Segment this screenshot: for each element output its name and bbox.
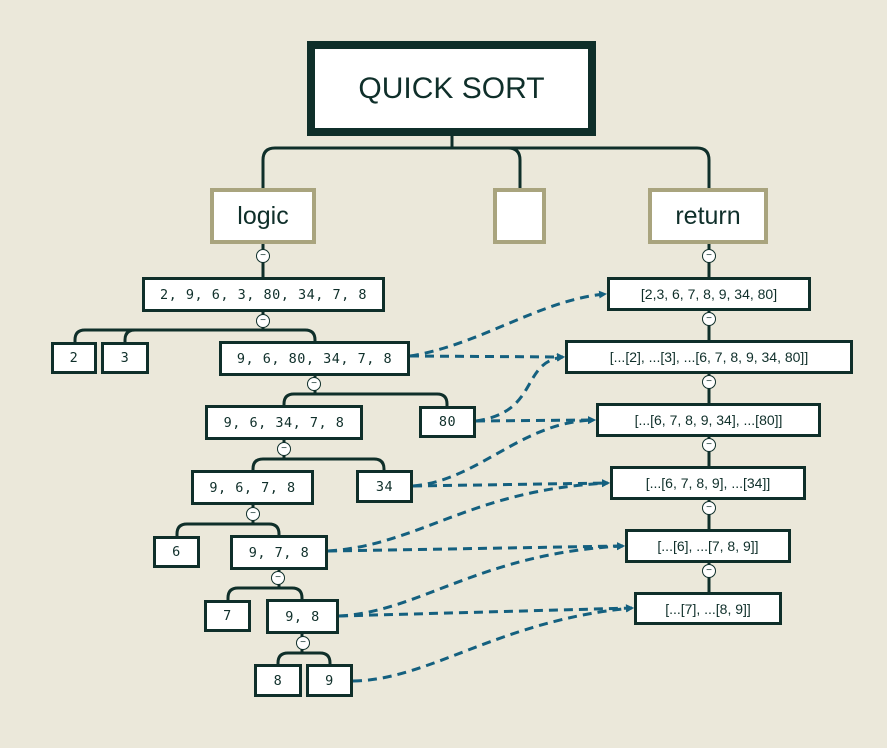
return-node-5[interactable]: [...[6], ...[7, 8, 9]] (625, 529, 791, 563)
logic-node-root[interactable]: 2, 9, 6, 3, 80, 34, 7, 8 (142, 277, 385, 312)
return-node-4[interactable]: [...[6, 7, 8, 9], ...[34]] (610, 466, 806, 500)
tree-connector (282, 392, 449, 406)
logic-node-9[interactable]: 9 (306, 664, 353, 697)
logic-node-rest4[interactable]: 9, 7, 8 (230, 535, 328, 570)
return-flow-arrow (352, 604, 634, 683)
minus-circle-icon[interactable]: − (271, 571, 285, 585)
return-flow-arrow (412, 416, 596, 488)
tree-connector (175, 522, 281, 536)
minus-circle-icon[interactable]: − (307, 377, 321, 391)
minus-circle-icon[interactable]: − (702, 312, 716, 326)
logic-node-rest3[interactable]: 9, 6, 7, 8 (191, 470, 314, 505)
return-flow-arrow (412, 479, 610, 488)
minus-circle-icon[interactable]: − (256, 249, 270, 263)
logic-node-2[interactable]: 2 (51, 342, 97, 374)
tree-connector (226, 586, 304, 600)
tree-connector (452, 146, 711, 188)
return-node-2[interactable]: [...[2], ...[3], ...[6, 7, 8, 9, 34, 80]… (565, 340, 853, 374)
return-flow-arrow (327, 542, 625, 553)
category-logic[interactable]: logic (210, 188, 316, 244)
minus-circle-icon[interactable]: − (256, 314, 270, 328)
minus-circle-icon[interactable]: − (296, 636, 310, 650)
logic-node-rest5[interactable]: 9, 8 (266, 599, 339, 634)
return-flow-arrow (338, 542, 625, 618)
tree-connector (276, 651, 332, 664)
category-return[interactable]: return (648, 188, 768, 244)
logic-node-34[interactable]: 34 (356, 470, 413, 503)
return-flow-arrow (475, 416, 596, 425)
minus-circle-icon[interactable]: − (246, 507, 260, 521)
logic-node-6[interactable]: 6 (153, 536, 200, 568)
return-node-1[interactable]: [2,3, 6, 7, 8, 9, 34, 80] (607, 277, 811, 311)
return-node-6[interactable]: [...[7], ...[8, 9]] (634, 592, 782, 625)
minus-circle-icon[interactable]: − (277, 442, 291, 456)
logic-node-3[interactable]: 3 (101, 342, 149, 374)
logic-node-80[interactable]: 80 (419, 406, 476, 438)
return-flow-arrow (475, 353, 565, 423)
category-blank[interactable] (493, 188, 546, 244)
return-flow-arrow (327, 479, 610, 553)
tree-connector (73, 328, 317, 342)
logic-node-rest1[interactable]: 9, 6, 80, 34, 7, 8 (219, 341, 410, 376)
minus-circle-icon[interactable]: − (702, 249, 716, 263)
minus-circle-icon[interactable]: − (702, 375, 716, 389)
tree-connector (251, 457, 386, 470)
minus-circle-icon[interactable]: − (702, 501, 716, 515)
tree-connector (123, 328, 136, 342)
logic-node-8[interactable]: 8 (254, 664, 302, 697)
tree-connector (261, 146, 522, 188)
return-node-3[interactable]: [...[6, 7, 8, 9, 34], ...[80]] (596, 403, 821, 437)
return-flow-arrow (409, 290, 607, 358)
logic-node-7[interactable]: 7 (204, 600, 251, 632)
logic-node-rest2[interactable]: 9, 6, 34, 7, 8 (205, 405, 363, 440)
minus-circle-icon[interactable]: − (702, 438, 716, 452)
minus-circle-icon[interactable]: − (702, 564, 716, 578)
return-flow-arrow (338, 604, 634, 618)
return-flow-arrow (409, 352, 565, 361)
main-title[interactable]: QUICK SORT (307, 41, 596, 136)
